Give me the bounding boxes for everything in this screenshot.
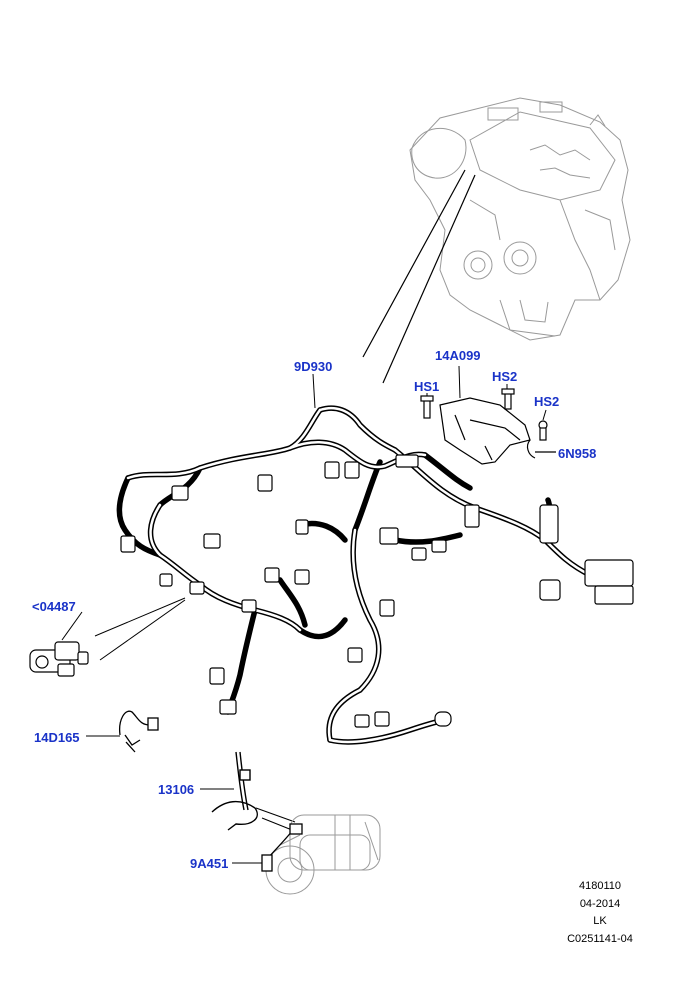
engine-ghost-icon [409, 97, 631, 341]
clip-icon [526, 439, 556, 459]
drawing-number: 4180110 [578, 880, 621, 892]
9a451-wire-icon [261, 823, 303, 872]
13106-bracket-icon [211, 751, 258, 831]
engine-leader-lines [362, 169, 476, 384]
drawing-initials: LK [593, 915, 607, 927]
bolt-icon [420, 388, 548, 441]
drawing-reference: C0251141-04 [567, 933, 633, 945]
14d165-bracket-icon [119, 710, 159, 753]
callout-hs1[interactable]: HS1 [414, 379, 440, 394]
callout-14d165[interactable]: 14D165 [34, 730, 80, 745]
callout-hs2-lower[interactable]: HS2 [534, 394, 560, 409]
harness-connectors [120, 454, 634, 728]
callout-13106[interactable]: 13106 [158, 782, 195, 797]
sensor-icon [29, 641, 89, 677]
wiring-harness-icon [116, 405, 623, 745]
starter-motor-icon [265, 814, 381, 895]
drawing-date: 04-2014 [579, 898, 621, 910]
callout-14a099[interactable]: 14A099 [435, 348, 481, 363]
callout-hs2-upper[interactable]: HS2 [492, 369, 518, 384]
callout-9d930[interactable]: 9D930 [294, 359, 333, 374]
callout-04487[interactable]: <04487 [32, 599, 76, 614]
callout-leaders [61, 365, 547, 864]
bracket-icon [439, 397, 531, 465]
callout-9a451[interactable]: 9A451 [190, 856, 229, 871]
callout-6n958[interactable]: 6N958 [558, 446, 597, 461]
